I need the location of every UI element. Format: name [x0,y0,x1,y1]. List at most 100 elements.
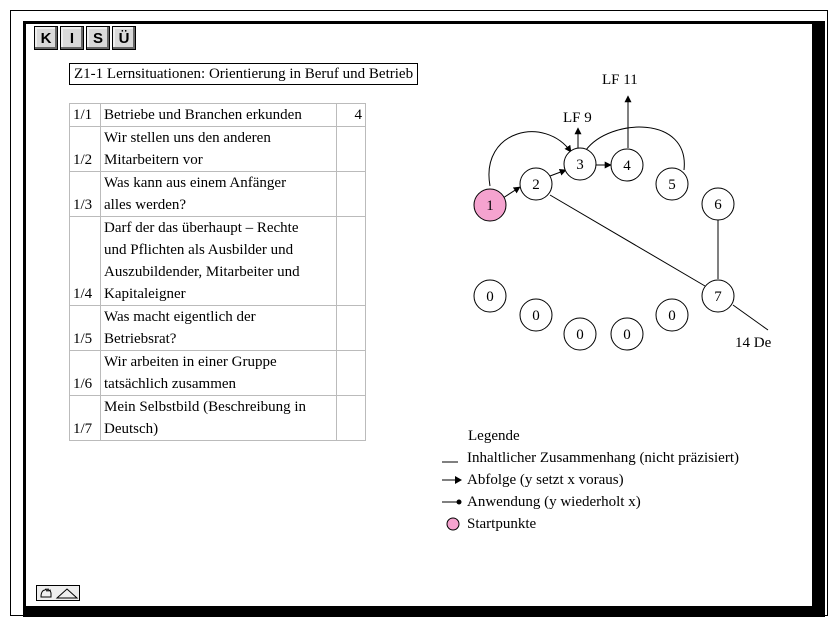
edge-1-3 [488,131,572,187]
node-z2: 0 [519,298,553,332]
node-circle [473,188,507,222]
kisu-logo: K I S Ü [34,26,138,50]
lesson-title-line: Wir arbeiten in einer Gruppe [104,354,277,370]
lesson-title-line: und Pflichten als Ausbilder und [104,242,294,258]
node-circle [563,147,597,181]
lesson-title-line: Wir stellen uns den anderen [104,130,271,146]
logo-letter: S [86,26,110,50]
node-circle [610,317,644,351]
lesson-title-line: Auszubildender, Mitarbeiter und [104,264,300,280]
legend-item: Inhaltlicher Zusammenhang (nicht präzisi… [440,447,739,469]
node-label: 0 [623,327,631,343]
node-label: 1 [486,198,494,214]
node-label: 7 [714,289,722,305]
edge-1-2 [502,186,521,199]
node-z5: 0 [655,298,689,332]
node-n7: 7 [701,279,735,313]
edge-7-14de [732,304,769,331]
lesson-title: Darf der das überhaupt – Rechte und Pflic… [100,216,337,306]
lesson-number: 1/5 [69,305,101,351]
node-label: 2 [532,177,540,193]
label-lf9: LF 9 [563,110,592,126]
node-label: 5 [668,177,676,193]
node-label: 4 [623,158,631,174]
legend-item-text: Inhaltlicher Zusammenhang (nicht präzisi… [467,449,739,466]
lesson-hours [336,305,366,351]
edge-5-3 [585,126,685,171]
lesson-title-line: Betriebe und Branchen erkunden [104,107,302,123]
lesson-number: 1/3 [69,171,101,217]
hand-triangle-icon [40,587,79,599]
logo-letter: I [60,26,84,50]
lesson-hours [336,350,366,396]
node-circle [655,298,689,332]
lesson-title: Mein Selbstbild (Beschreibung in Deutsch) [100,395,337,441]
page-title: Z1-1 Lernsituationen: Orientierung in Be… [69,63,419,85]
plain-line-icon [442,461,458,463]
arrow-right-icon [442,476,462,484]
logo-letter: Ü [112,26,136,50]
lesson-hours [336,126,366,172]
lesson-title-line: Mitarbeitern vor [104,152,203,168]
node-label: 0 [532,308,540,324]
node-n1: 1 [473,188,507,222]
lesson-title-line: alles werden? [104,197,187,213]
lesson-title-line: Was macht eigentlich der [104,309,256,325]
legend-item: Startpunkte [440,513,739,535]
frame-shadow-bottom [23,608,825,617]
lesson-title-line: Was kann aus einem Anfänger [104,175,287,191]
lesson-title-line: Kapitaleigner [104,286,186,302]
node-label: 0 [576,327,584,343]
node-n3: 3 [563,147,597,181]
drawing-tool-button[interactable] [36,585,80,601]
node-label: 0 [668,308,676,324]
lesson-title-line: tatsächlich zusammen [104,376,237,392]
lesson-title: Wir arbeiten in einer Gruppe tatsächlich … [100,350,337,396]
node-n6: 6 [701,187,735,221]
legend-title-row: Legende [440,425,739,447]
dot-line-icon [442,499,462,505]
edge-2-7 [549,194,706,287]
node-circle [610,148,644,182]
lesson-title-line: Mein Selbstbild (Beschreibung in [104,399,307,415]
node-label: 3 [576,157,584,173]
legend-item-text: Abfolge (y setzt x voraus) [467,471,624,488]
lesson-title: Was kann aus einem Anfänger alles werden? [100,171,337,217]
lesson-hours [336,171,366,217]
lesson-number: 1/4 [69,216,101,306]
node-circle [655,167,689,201]
node-circle [701,187,735,221]
legend-item-text: Anwendung (y wiederholt x) [467,493,641,510]
node-circle [701,279,735,313]
node-z3: 0 [563,317,597,351]
legend-item: Abfolge (y setzt x voraus) [440,469,739,491]
lesson-title-line: Deutsch) [104,421,159,437]
label-14de: 14 De [735,335,772,351]
lesson-number: 1/6 [69,350,101,396]
node-circle [563,317,597,351]
node-n2: 2 [519,167,553,201]
legend-title: Legende [468,427,520,444]
node-circle [519,167,553,201]
node-circle [473,279,507,313]
legend: Legende Inhaltlicher Zusammenhang (nicht… [440,425,739,535]
node-n5: 5 [655,167,689,201]
node-z4: 0 [610,317,644,351]
node-label: 0 [486,289,494,305]
node-circle [519,298,553,332]
node-z1: 0 [473,279,507,313]
logo-letter: K [34,26,58,50]
label-lf11: LF 11 [602,72,638,88]
lesson-title-line: Darf der das überhaupt – Rechte [104,220,299,236]
legend-item: Anwendung (y wiederholt x) [440,491,739,513]
legend-item-text: Startpunkte [467,515,537,532]
